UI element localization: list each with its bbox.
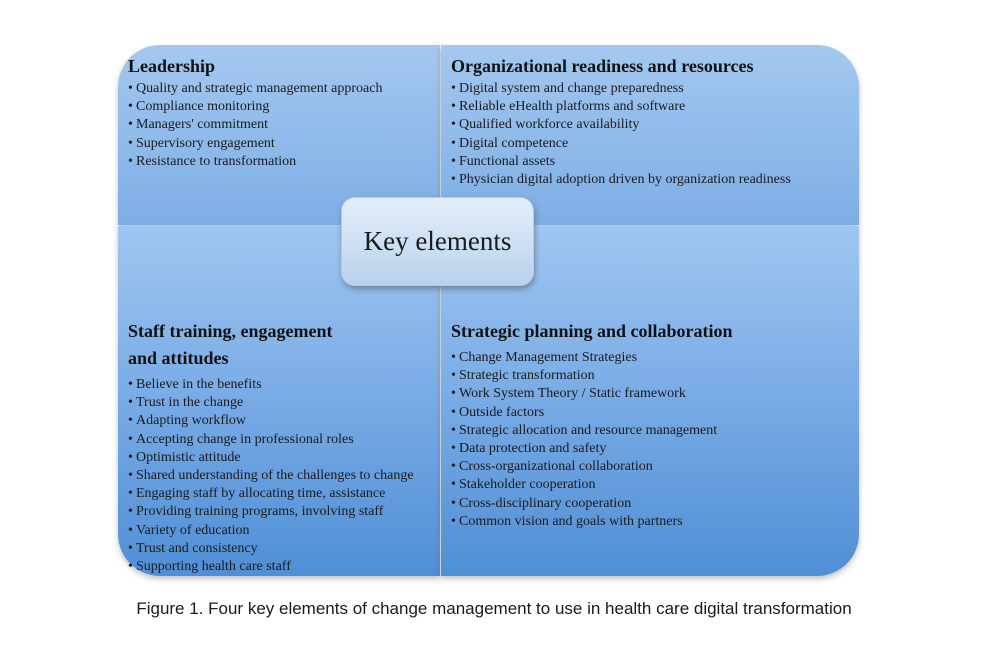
quadrant-list: Believe in the benefits Trust in the cha… (128, 376, 444, 576)
quadrant-title: Strategic planning and collaboration (451, 321, 733, 341)
list-item: Common vision and goals with partners (451, 513, 851, 531)
list-item: Resistance to transformation (128, 153, 438, 171)
list-item: Change Management Strategies (451, 349, 851, 367)
list-item: Digital system and change preparedness (451, 80, 851, 98)
list-item: Supporting health care staff (128, 558, 444, 576)
list-item: Supervisory engagement (128, 135, 438, 153)
list-item: Cross-organizational collaboration (451, 458, 851, 476)
list-item: Cross-disciplinary cooperation (451, 495, 851, 513)
list-item: Data protection and safety (451, 440, 851, 458)
list-item: Quality and strategic management approac… (128, 80, 438, 98)
quadrant-title: Organizational readiness and resources (451, 56, 754, 76)
quadrant-organizational-readiness: Organizational readiness and resources D… (451, 53, 851, 189)
quadrant-title: Staff training, engagement and attitudes (128, 318, 444, 372)
list-item: Outside factors (451, 404, 851, 422)
quadrant-staff-training: Staff training, engagement and attitudes… (128, 318, 444, 576)
list-item: Optimistic attitude (128, 449, 444, 467)
list-item: Trust in the change (128, 394, 444, 412)
list-item: Adapting workflow (128, 412, 444, 430)
list-item: Providing training programs, involving s… (128, 503, 444, 521)
list-item: Stakeholder cooperation (451, 476, 851, 494)
quadrant-leadership: Leadership Quality and strategic managem… (128, 53, 438, 171)
list-item: Strategic allocation and resource manage… (451, 422, 851, 440)
quadrant-list: Quality and strategic management approac… (128, 80, 438, 171)
quadrant-title: Leadership (128, 56, 216, 76)
list-item: Functional assets (451, 153, 851, 171)
list-item: Engaging staff by allocating time, assis… (128, 485, 444, 503)
quadrant-title-line1: Staff training, engagement (128, 321, 333, 341)
list-item: Managers' commitment (128, 116, 438, 134)
list-item: Work System Theory / Static framework (451, 385, 851, 403)
list-item: Shared understanding of the challenges t… (128, 467, 444, 485)
list-item: Strategic transformation (451, 367, 851, 385)
figure-caption: Figure 1. Four key elements of change ma… (136, 599, 852, 618)
quadrant-list: Digital system and change preparedness R… (451, 80, 851, 189)
list-item: Physician digital adoption driven by org… (451, 171, 851, 189)
list-item: Accepting change in professional roles (128, 431, 444, 449)
list-item: Compliance monitoring (128, 98, 438, 116)
list-item: Digital competence (451, 135, 851, 153)
center-key-elements-box: Key elements (341, 197, 534, 286)
list-item: Believe in the benefits (128, 376, 444, 394)
list-item: Trust and consistency (128, 540, 444, 558)
quadrant-list: Change Management Strategies Strategic t… (451, 349, 851, 531)
list-item: Reliable eHealth platforms and software (451, 98, 851, 116)
list-item: Qualified workforce availability (451, 116, 851, 134)
quadrant-title-line2: and attitudes (128, 348, 229, 368)
quadrant-strategic-planning: Strategic planning and collaboration Cha… (451, 318, 851, 531)
list-item: Variety of education (128, 522, 444, 540)
